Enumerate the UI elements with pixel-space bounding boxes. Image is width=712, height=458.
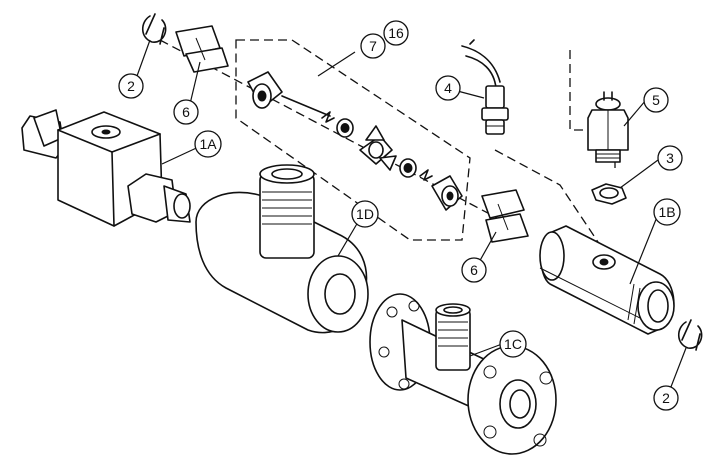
magnetic-pickup-sensor: [461, 39, 509, 135]
leader-lines: [136, 39, 687, 393]
callout-1c-label: 1C: [504, 336, 522, 352]
body-1d: [195, 164, 369, 334]
callout-2-bottom-label: 2: [662, 390, 670, 406]
body-1a: [21, 109, 191, 227]
callout-2-bottom: 2: [653, 385, 679, 411]
callout-1b: 1B: [653, 198, 681, 226]
callout-16-label: 16: [388, 25, 404, 41]
flow-straightener-left: [175, 25, 229, 73]
internals-kit-outline: [235, 39, 471, 241]
callout-1a-label: 1A: [199, 136, 217, 152]
callout-16: 16: [383, 20, 409, 46]
callout-2-top: 2: [118, 73, 144, 99]
rotor-assembly: [247, 71, 463, 211]
callout-6-right: 6: [461, 257, 487, 283]
hex-nut: [591, 183, 627, 205]
retaining-ring-bottom: [677, 319, 703, 351]
sensor-to-body-dashed-line: [494, 149, 601, 246]
callout-1a: 1A: [194, 130, 222, 158]
callout-1b-label: 1B: [658, 204, 675, 220]
body-1b: [539, 225, 675, 335]
callout-1d-label: 1D: [356, 206, 374, 222]
body-1c: [369, 293, 557, 455]
callout-7-label: 7: [369, 38, 377, 54]
callout-5-label: 5: [652, 92, 660, 108]
flow-straightener-right: [481, 189, 529, 243]
callout-6-right-label: 6: [470, 262, 478, 278]
callout-1d: 1D: [351, 200, 379, 228]
callout-6-left-label: 6: [182, 104, 190, 120]
callout-5: 5: [643, 87, 669, 113]
callout-4-label: 4: [444, 80, 452, 96]
callout-2-top-label: 2: [127, 78, 135, 94]
callout-3-label: 3: [666, 150, 674, 166]
signal-transmitter: [587, 91, 629, 163]
retaining-ring-top: [141, 13, 167, 45]
callout-3: 3: [657, 145, 683, 171]
callout-4: 4: [435, 75, 461, 101]
callout-7: 7: [360, 33, 386, 59]
callout-6-left: 6: [173, 99, 199, 125]
callout-1c: 1C: [499, 330, 527, 358]
